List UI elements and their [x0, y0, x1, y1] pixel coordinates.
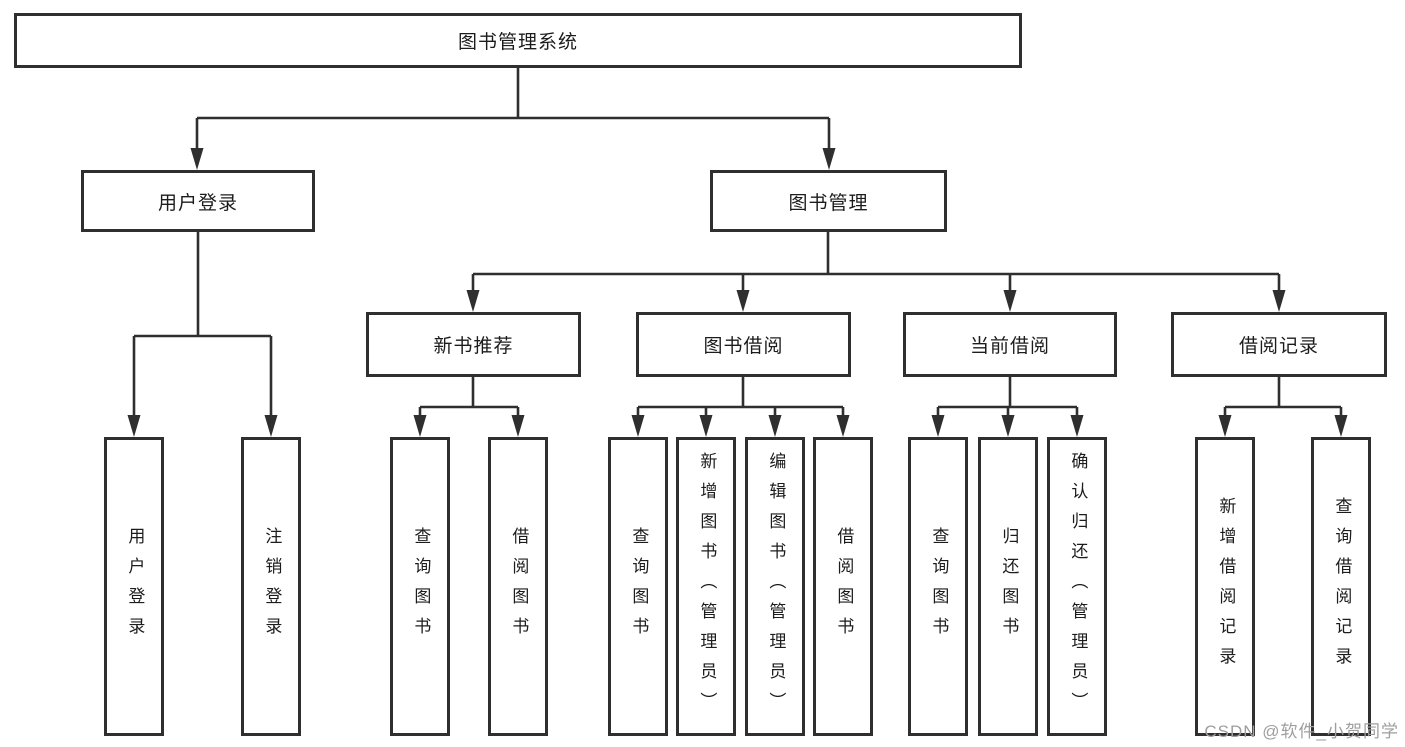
leaf-edit-books-admin: 编辑图书（管理员） [745, 437, 805, 736]
node-label: 编辑图书（管理员） [766, 451, 786, 722]
node-book-management: 图书管理 [710, 170, 947, 232]
node-label: 借阅图书 [834, 526, 854, 647]
leaf-query-books-recommend: 查询图书 [390, 437, 450, 736]
node-label: 确认归还（管理员） [1068, 451, 1088, 722]
leaf-borrow-books: 借阅图书 [813, 437, 873, 736]
leaf-query-books-borrowing: 查询图书 [608, 437, 668, 736]
node-label: 借阅记录 [1238, 336, 1319, 357]
leaf-query-borrow-record: 查询借阅记录 [1311, 437, 1371, 736]
node-book-borrowing: 图书借阅 [636, 312, 851, 377]
node-label: 借阅图书 [509, 526, 529, 647]
node-label: 用户登录 [157, 192, 238, 214]
node-label: 注销登录 [262, 526, 282, 647]
node-label: 归还图书 [999, 526, 1019, 647]
node-borrowing-records: 借阅记录 [1171, 312, 1387, 377]
leaf-confirm-return-admin: 确认归还（管理员） [1047, 437, 1107, 736]
node-label: 当前借阅 [969, 336, 1050, 357]
leaf-borrow-books-recommend: 借阅图书 [488, 437, 548, 736]
node-new-book-recommend: 新书推荐 [366, 312, 581, 377]
leaf-query-books-current: 查询图书 [908, 437, 968, 736]
node-label: 查询图书 [629, 526, 649, 647]
node-label: 新增图书（管理员） [697, 451, 717, 722]
leaf-logout: 注销登录 [241, 437, 301, 736]
leaf-add-borrow-record: 新增借阅记录 [1195, 437, 1255, 736]
leaf-return-books: 归还图书 [978, 437, 1038, 736]
node-label: 用户登录 [125, 526, 145, 647]
node-label: 查询图书 [929, 526, 949, 647]
node-label: 图书管理 [788, 192, 869, 214]
node-library-management-system: 图书管理系统 [14, 13, 1022, 68]
node-user-login: 用户登录 [81, 170, 315, 232]
leaf-add-books-admin: 新增图书（管理员） [676, 437, 736, 736]
node-label: 查询借阅记录 [1332, 496, 1352, 677]
node-current-borrowing: 当前借阅 [903, 312, 1117, 377]
leaf-user-login: 用户登录 [104, 437, 164, 736]
csdn-watermark: CSDN @软件_小贺同学 [1204, 722, 1399, 741]
arrowheads [127, 148, 1348, 437]
node-label: 新增借阅记录 [1216, 496, 1236, 677]
node-label: 图书管理系统 [457, 32, 578, 53]
node-label: 图书借阅 [703, 336, 784, 357]
node-label: 新书推荐 [433, 336, 514, 357]
node-label: 查询图书 [411, 526, 431, 647]
